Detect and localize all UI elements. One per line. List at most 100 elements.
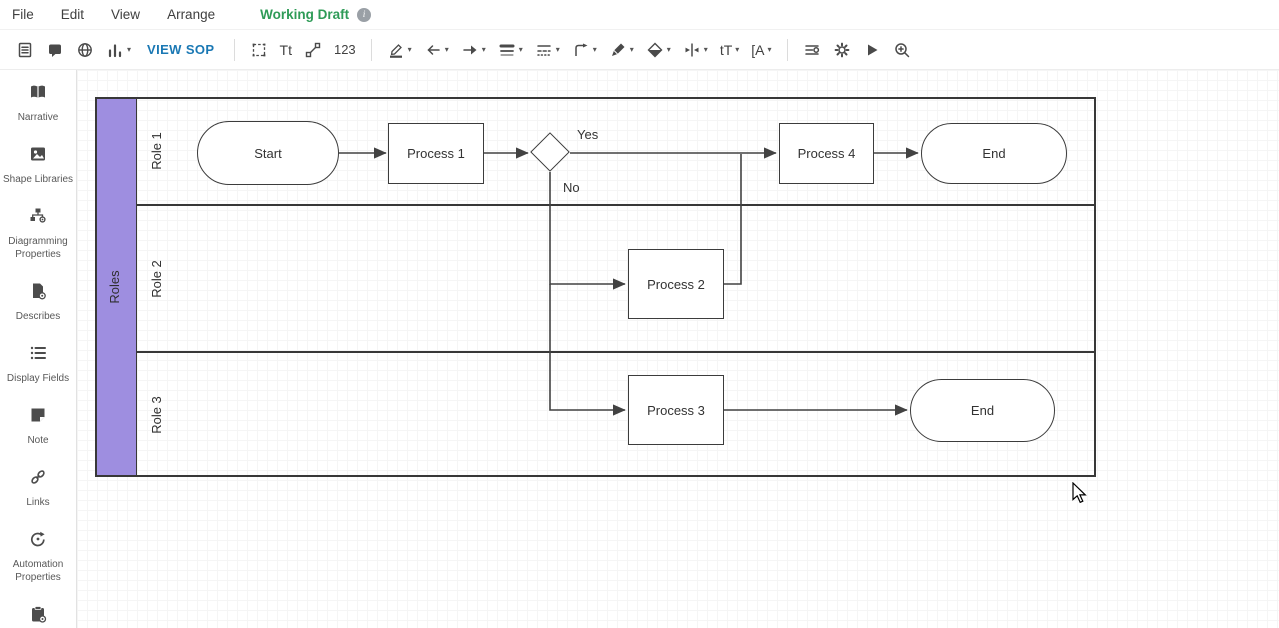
zoom-button[interactable] xyxy=(893,41,911,59)
chart-menu-button[interactable]: ▾ xyxy=(106,41,131,59)
node-process1[interactable]: Process 1 xyxy=(388,123,484,184)
numbering-button-label: 123 xyxy=(334,42,356,57)
menu-edit[interactable]: Edit xyxy=(61,7,84,22)
zoom-in-icon xyxy=(893,41,911,59)
language-button[interactable] xyxy=(76,41,94,59)
left-sidebar: Narrative Shape Libraries Diagramming Pr… xyxy=(0,70,77,628)
font-size-button[interactable]: tT ▾ xyxy=(720,42,739,58)
node-label: Process 4 xyxy=(798,146,856,161)
node-label: Start xyxy=(254,146,281,161)
menu-arrange[interactable]: Arrange xyxy=(167,7,215,22)
connector-icon xyxy=(304,41,322,59)
settings-button[interactable] xyxy=(833,41,851,59)
align-button[interactable]: ▾ xyxy=(683,41,708,59)
sidebar-item-label: Diagramming Properties xyxy=(2,235,74,261)
comment-button[interactable] xyxy=(46,41,64,59)
edge-label-yes[interactable]: Yes xyxy=(577,127,598,142)
node-label: End xyxy=(971,403,994,418)
view-sop-link[interactable]: VIEW SOP xyxy=(147,42,215,57)
sidebar-item-narrative[interactable]: Narrative xyxy=(2,82,74,124)
menu-bar: File Edit View Arrange Working Draft i xyxy=(0,0,1279,30)
note-icon xyxy=(28,405,48,430)
node-process2[interactable]: Process 2 xyxy=(628,249,724,319)
sidebar-item-label: Links xyxy=(26,496,49,509)
document-icon xyxy=(16,41,34,59)
sidebar-item-describes[interactable]: Describes xyxy=(2,281,74,323)
file-gear-icon xyxy=(28,281,48,306)
line-color-button[interactable]: ▾ xyxy=(387,41,412,59)
status-badge: Working Draft xyxy=(260,7,349,22)
sidebar-item-display-fields[interactable]: Display Fields xyxy=(2,343,74,385)
chevron-down-icon: ▾ xyxy=(556,45,560,54)
fill-color-icon xyxy=(646,41,664,59)
node-end-role3[interactable]: End xyxy=(910,379,1055,442)
lane-label-role-3[interactable]: Role 3 xyxy=(149,375,167,455)
chevron-down-icon: ▾ xyxy=(667,45,671,54)
node-process3[interactable]: Process 3 xyxy=(628,375,724,445)
arrow-end-button[interactable]: ▾ xyxy=(461,41,486,59)
chevron-down-icon: ▾ xyxy=(768,45,772,54)
node-label: End xyxy=(982,146,1005,161)
arrow-start-button[interactable]: ▾ xyxy=(424,41,449,59)
node-process4[interactable]: Process 4 xyxy=(779,123,874,184)
line-weight-button[interactable]: ▾ xyxy=(498,41,523,59)
select-tool-button[interactable] xyxy=(250,41,268,59)
gear-icon xyxy=(833,41,851,59)
sidebar-item-label: Automation Properties xyxy=(2,558,74,584)
node-end-role1[interactable]: End xyxy=(921,123,1067,184)
sidebar-item-note[interactable]: Note xyxy=(2,405,74,447)
sidebar-item-custom-properties[interactable]: Custom Properties xyxy=(2,604,74,628)
sidebar-item-label: Note xyxy=(27,434,48,447)
chevron-down-icon: ▾ xyxy=(408,45,412,54)
sidebar-item-diagramming-properties[interactable]: Diagramming Properties xyxy=(2,206,74,261)
lane-divider[interactable] xyxy=(137,351,1096,353)
display-rules-button[interactable] xyxy=(803,41,821,59)
toolbar-divider xyxy=(371,39,372,61)
font-button[interactable]: Tt xyxy=(280,42,292,58)
mouse-cursor xyxy=(1072,482,1088,504)
sidebar-item-label: Narrative xyxy=(18,111,59,124)
chevron-down-icon: ▾ xyxy=(704,45,708,54)
clipboard-gear-icon xyxy=(28,604,48,628)
lane-divider[interactable] xyxy=(137,204,1096,206)
hierarchy-gear-icon xyxy=(28,206,48,231)
chevron-down-icon: ▾ xyxy=(519,45,523,54)
edge-label-no[interactable]: No xyxy=(563,180,580,195)
node-start[interactable]: Start xyxy=(197,121,339,185)
elbow-connector-icon xyxy=(572,41,590,59)
pen-button[interactable]: ▾ xyxy=(609,41,634,59)
chevron-down-icon: ▾ xyxy=(445,45,449,54)
numbering-button[interactable]: 123 xyxy=(334,42,356,57)
sidebar-item-label: Describes xyxy=(16,310,60,323)
comment-icon xyxy=(46,41,64,59)
run-button[interactable] xyxy=(863,41,881,59)
line-style-icon xyxy=(535,41,553,59)
sidebar-item-automation-properties[interactable]: Automation Properties xyxy=(2,529,74,584)
lane-label-role-2[interactable]: Role 2 xyxy=(149,239,167,319)
pool-label[interactable]: Roles xyxy=(107,247,125,327)
info-icon[interactable]: i xyxy=(357,8,371,22)
sidebar-item-links[interactable]: Links xyxy=(2,467,74,509)
arrow-left-icon xyxy=(424,41,442,59)
menu-file[interactable]: File xyxy=(12,7,34,22)
chevron-down-icon: ▾ xyxy=(735,45,739,54)
sidebar-item-shape-libraries[interactable]: Shape Libraries xyxy=(2,144,74,186)
globe-icon xyxy=(76,41,94,59)
menu-view[interactable]: View xyxy=(111,7,140,22)
toolbar-divider xyxy=(787,39,788,61)
document-outline-button[interactable] xyxy=(16,41,34,59)
play-icon xyxy=(863,41,881,59)
diagram-canvas[interactable]: Roles Role 1 Role 2 Role 3 xyxy=(77,70,1279,628)
lane-label-role-1[interactable]: Role 1 xyxy=(149,111,167,191)
chevron-down-icon: ▾ xyxy=(482,45,486,54)
text-format-button-label: [A xyxy=(751,42,764,58)
connector-tool-button[interactable] xyxy=(304,41,322,59)
font-button-label: Tt xyxy=(280,42,292,58)
text-format-button[interactable]: [A ▾ xyxy=(751,42,771,58)
link-icon xyxy=(28,467,48,492)
waypoint-style-button[interactable]: ▾ xyxy=(572,41,597,59)
toolbar: ▾ VIEW SOP Tt 123 ▾ ▾ ▾ ▾ ▾ ▾ ▾ xyxy=(0,30,1279,70)
chevron-down-icon: ▾ xyxy=(593,45,597,54)
fill-color-button[interactable]: ▾ xyxy=(646,41,671,59)
line-style-button[interactable]: ▾ xyxy=(535,41,560,59)
